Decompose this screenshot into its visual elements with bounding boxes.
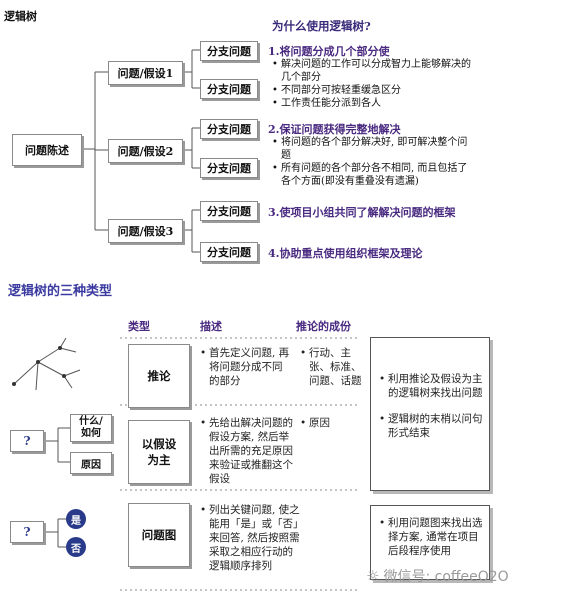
wechat-icon: ☼	[366, 567, 380, 585]
reason-title-4: 4.协助重点使用组织框架及理论	[268, 247, 423, 260]
reason-box: 原因	[70, 452, 112, 474]
column-header-desc: 描述	[200, 320, 222, 333]
desc-item: 先给出解决问题的假设方案, 然后举出所需的充足原因来验证或推翻这个假设	[200, 416, 296, 486]
hypothesis-label: 问题/假设1	[117, 67, 174, 80]
what-how-box: 什么/如何	[70, 414, 112, 442]
root-label: 问题陈述	[25, 144, 69, 157]
branch-label: 分支问题	[207, 246, 251, 259]
desc-item: 列出关键问题, 使之能用「是」或「否」来回答, 然后按照需采取之相应行动的逻辑顺…	[200, 503, 300, 573]
types-title: 逻辑树的三种类型	[8, 284, 113, 299]
branch-box: 分支问题	[200, 242, 258, 262]
branch-label: 分支问题	[207, 205, 251, 218]
branch-box: 分支问题	[200, 79, 258, 99]
no-label: 否	[71, 543, 81, 555]
reason-bullet: 将问题的各个部分解决好, 即可解决整个问题	[272, 136, 472, 162]
watermark: ☼ 微信号: coffeeO2O	[366, 566, 509, 586]
reason-title-1: 1.将问题分成几个部分使	[268, 45, 390, 58]
no-icon: 否	[66, 537, 86, 557]
branch-box: 分支问题	[200, 119, 258, 139]
reason-bullet: 不同部分可按轻重缓急区分	[272, 84, 472, 97]
note-box-2: 利用问题图来找出选择方案, 通常在项目后段程序使用	[370, 505, 490, 580]
branch-box: 分支问题	[200, 41, 258, 61]
reason-title-3: 3.使项目小组共同了解解决问题的框架	[268, 206, 456, 219]
column-header-type: 类型	[128, 320, 150, 333]
type-elements-2: 原因	[300, 416, 362, 430]
question-mark-icon: ?	[23, 525, 31, 539]
column-header-elements: 推论的成份	[296, 320, 351, 333]
reason-bullets-2: 将问题的各个部分解决好, 即可解决整个问题 所有问题的各个部分各不相同, 而且包…	[272, 136, 472, 188]
type-elements-1: 行动、主张、标准、问题、话题	[300, 346, 362, 388]
type-name: 推论	[147, 369, 171, 383]
type-name: 问题图	[141, 528, 177, 542]
reason-bullets-1: 解决问题的工作可以分成智力上能够解决的几个部分 不同部分可按轻重缓急区分 工作责…	[272, 58, 472, 110]
type-desc-1: 首先定义问题, 再将问题分成不同的部分	[200, 346, 290, 388]
root-box: 问题陈述	[12, 134, 82, 166]
note-item: 逻辑树的末梢以问句形式结束	[379, 412, 483, 440]
note-box-1: 利用推论及假设为主的逻辑树来找出问题 逻辑树的末梢以问句形式结束	[370, 337, 490, 491]
type-box-issue-map: 问题图	[128, 503, 190, 567]
type-name: 以假设为主	[141, 437, 177, 467]
reason-label: 原因	[81, 459, 101, 471]
reason-bullet: 所有问题的各个部分各不相同, 而且包括了各个方面(即没有重叠没有遗漏)	[272, 162, 472, 188]
why-title: 为什么使用逻辑树?	[272, 19, 371, 33]
yes-label: 是	[71, 515, 81, 527]
note-item: 利用推论及假设为主的逻辑树来找出问题	[379, 372, 483, 400]
type-box-inference: 推论	[128, 344, 190, 408]
branch-box: 分支问题	[200, 158, 258, 178]
desc-item: 首先定义问题, 再将问题分成不同的部分	[200, 346, 290, 388]
type-desc-3: 列出关键问题, 使之能用「是」或「否」来回答, 然后按照需采取之相应行动的逻辑顺…	[200, 503, 300, 573]
branch-label: 分支问题	[207, 123, 251, 136]
hypothesis-label: 问题/假设2	[117, 145, 174, 158]
watermark-text: 微信号: coffeeO2O	[383, 569, 509, 585]
type-desc-2: 先给出解决问题的假设方案, 然后举出所需的充足原因来验证或推翻这个假设	[200, 416, 296, 486]
question-box-hypothesis: ?	[10, 430, 44, 452]
reason-title-2: 2.保证问题获得完整地解决	[268, 123, 401, 136]
note-item: 利用问题图来找出选择方案, 通常在项目后段程序使用	[379, 516, 483, 558]
hypothesis-box-1: 问题/假设1	[108, 61, 183, 85]
branch-label: 分支问题	[207, 162, 251, 175]
question-box-issue-map: ?	[10, 521, 44, 543]
elements-item: 行动、主张、标准、问题、话题	[300, 346, 362, 388]
hypothesis-label: 问题/假设3	[117, 225, 174, 238]
reason-bullet: 解决问题的工作可以分成智力上能够解决的几个部分	[272, 58, 472, 84]
branch-box: 分支问题	[200, 201, 258, 221]
branch-label: 分支问题	[207, 83, 251, 96]
page-title: 逻辑树	[4, 10, 37, 23]
what-how-label: 什么/如何	[79, 416, 103, 439]
reason-bullet: 工作责任能分派到各人	[272, 97, 472, 110]
elements-item: 原因	[300, 416, 362, 430]
hypothesis-box-3: 问题/假设3	[108, 219, 183, 243]
yes-icon: 是	[66, 509, 86, 529]
type-box-hypothesis: 以假设为主	[128, 420, 190, 484]
branch-label: 分支问题	[207, 45, 251, 58]
question-mark-icon: ?	[23, 434, 31, 448]
hypothesis-box-2: 问题/假设2	[108, 139, 183, 163]
